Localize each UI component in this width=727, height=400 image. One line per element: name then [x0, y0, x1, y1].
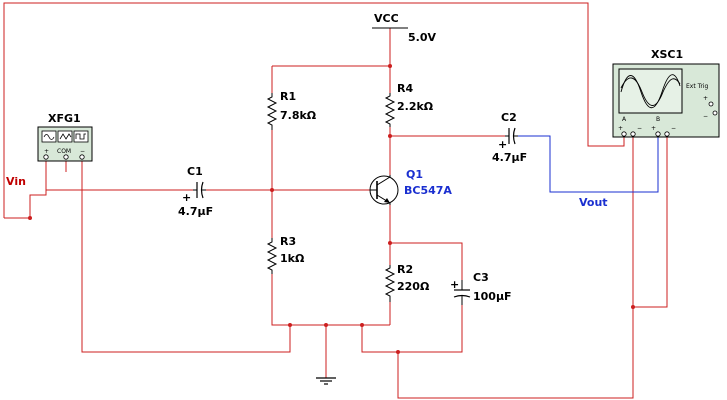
junction-gnd-2	[324, 323, 328, 327]
xfg1-plus-label: +	[44, 148, 49, 155]
capacitor-c3[interactable]: C3 + 100µF	[450, 271, 512, 305]
xfg1-terminal-plus[interactable]	[43, 154, 49, 160]
r3-symbol	[266, 238, 278, 274]
oscilloscope-xsc1[interactable]: XSC1 Ext Trig + − A B + − + −	[612, 48, 720, 138]
xfg1-terminal-minus[interactable]	[79, 154, 85, 160]
wire-c2-to-scope-b[interactable]	[518, 135, 659, 193]
xfg1-terminal-com[interactable]	[63, 154, 69, 160]
r4-name: R4	[397, 82, 413, 95]
xfg1-com-label: COM	[57, 148, 71, 155]
ground-symbol[interactable]	[316, 377, 336, 385]
xsc1-channel-b-label: B	[656, 116, 660, 123]
xsc1-ext-trig-label: Ext Trig	[686, 83, 709, 90]
xsc1-terminal-a-plus[interactable]	[621, 131, 627, 137]
xsc1-b-plus-label: +	[651, 125, 656, 132]
junctions	[28, 64, 635, 354]
xsc1-a-plus-label: +	[618, 125, 623, 132]
square-wave-glyph	[75, 133, 86, 140]
xsc1-screen	[618, 68, 683, 114]
vcc-value: 5.0V	[408, 31, 436, 44]
transistor-q1[interactable]: Q1 BC547A	[369, 168, 452, 205]
r1-name: R1	[280, 90, 296, 103]
r2-symbol	[384, 265, 396, 302]
junction-emitter	[388, 241, 392, 245]
junction-base	[270, 188, 274, 192]
c1-value: 4.7µF	[178, 205, 213, 218]
xsc1-terminal-b-minus[interactable]	[664, 131, 670, 137]
wire-vin-to-generator[interactable]	[4, 160, 47, 219]
r3-name: R3	[280, 235, 296, 248]
xsc1-b-minus-label: −	[671, 125, 676, 132]
c2-value: 4.7µF	[492, 151, 527, 164]
xsc1-trace-b	[620, 77, 681, 106]
r4-value: 2.2kΩ	[397, 100, 434, 113]
junction-gnd-3	[360, 323, 364, 327]
square-wave-icon[interactable]	[73, 130, 89, 143]
wire-r3-bottom[interactable]	[271, 274, 390, 326]
c3-name: C3	[473, 271, 489, 284]
vcc-source[interactable]: VCC 5.0V	[372, 12, 436, 44]
wire-emitter-to-c3[interactable]	[390, 242, 463, 280]
resistor-r1[interactable]: R1 7.8kΩ	[266, 90, 317, 130]
junction-gnd-4	[396, 350, 400, 354]
r3-value: 1kΩ	[280, 252, 305, 265]
wire-vout	[518, 135, 659, 193]
wires-red	[3, 2, 668, 399]
c3-plate-bottom	[453, 294, 471, 298]
xsc1-terminal-b-plus[interactable]	[655, 131, 661, 137]
vcc-label: VCC	[374, 12, 399, 25]
xsc1-terminal-a-minus[interactable]	[630, 131, 636, 137]
junction-gnd-5	[631, 305, 635, 309]
xfg1-minus-label: −	[80, 148, 85, 155]
r1-value: 7.8kΩ	[280, 109, 317, 122]
c1-polarity: +	[182, 191, 191, 204]
junction-gnd-1	[288, 323, 292, 327]
c2-name: C2	[501, 111, 517, 124]
q1-name: Q1	[406, 168, 423, 181]
q1-collector	[376, 176, 391, 186]
sine-wave-glyph	[43, 134, 55, 140]
c1-plate-right	[200, 181, 204, 199]
net-label-vout: Vout	[579, 196, 608, 209]
xsc1-terminal-trig-plus[interactable]	[708, 101, 714, 107]
xfg1-name: XFG1	[48, 112, 81, 125]
r2-name: R2	[397, 263, 413, 276]
r4-symbol	[384, 93, 396, 127]
c3-value: 100µF	[473, 290, 512, 303]
c3-polarity: +	[450, 278, 459, 291]
capacitor-c2[interactable]: C2 + 4.7µF	[492, 111, 527, 164]
xsc1-trace-a	[620, 74, 681, 109]
wire-generator-minus[interactable]	[81, 160, 291, 353]
wire-vin-to-scope-top[interactable]	[3, 2, 625, 218]
xsc1-trig-minus-label: −	[703, 113, 708, 120]
resistor-r4[interactable]: R4 2.2kΩ	[384, 82, 434, 127]
c1-name: C1	[187, 165, 203, 178]
xsc1-channel-a-label: A	[622, 116, 627, 123]
wire-scope-minus-b[interactable]	[633, 137, 668, 308]
resistor-r3[interactable]: R3 1kΩ	[266, 235, 305, 274]
c2-plate-right	[512, 127, 516, 145]
xsc1-terminal-trig-minus[interactable]	[712, 110, 718, 116]
xsc1-a-minus-label: −	[637, 125, 642, 132]
wire-scope-minus-a[interactable]	[397, 137, 634, 399]
wire-c3-bottom[interactable]	[361, 305, 463, 353]
net-label-vin: Vin	[6, 175, 26, 188]
q1-emitter-arrow	[384, 198, 390, 203]
junction-vcc	[388, 64, 392, 68]
triangle-wave-icon[interactable]	[57, 130, 73, 143]
r1-symbol	[266, 93, 278, 130]
r2-value: 220Ω	[397, 280, 430, 293]
junction-vin	[28, 216, 32, 220]
resistor-r2[interactable]: R2 220Ω	[384, 263, 430, 302]
xsc1-trig-plus-label: +	[703, 95, 708, 102]
triangle-wave-glyph	[59, 133, 72, 140]
capacitor-c1[interactable]: C1 + 4.7µF	[178, 165, 213, 218]
xsc1-name: XSC1	[651, 48, 683, 61]
function-generator-xfg1[interactable]: XFG1 + COM −	[37, 112, 93, 162]
q1-value: BC547A	[404, 184, 452, 197]
c2-polarity: +	[498, 138, 507, 151]
junction-collector	[388, 134, 392, 138]
